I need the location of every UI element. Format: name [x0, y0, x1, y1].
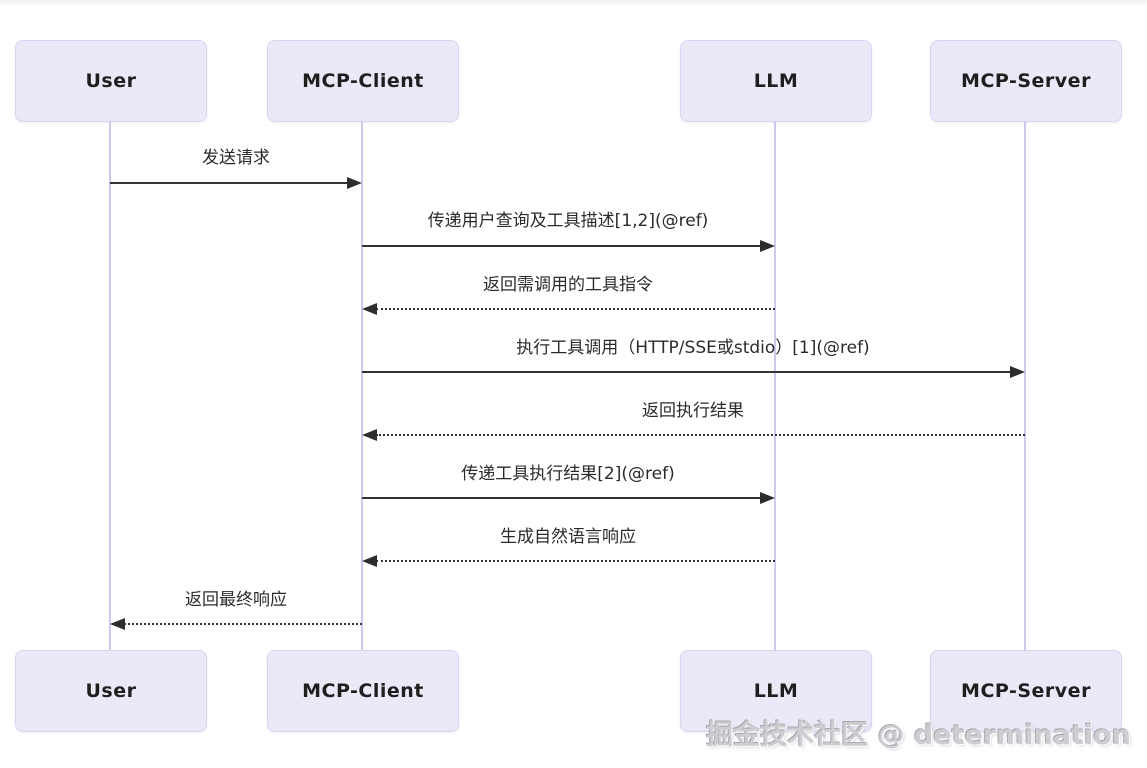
actor-box-mcp-server-top: MCP-Server — [930, 40, 1122, 122]
message-arrow-line — [362, 245, 761, 247]
watermark: 掘金技术社区 @ determination — [706, 720, 1131, 751]
actor-box-user-top: User — [15, 40, 207, 122]
message-label: 返回执行结果 — [642, 401, 744, 421]
message-label: 返回最终响应 — [185, 590, 287, 610]
arrowhead-left-icon — [362, 555, 377, 567]
arrowhead-left-icon — [362, 303, 377, 315]
message-label: 执行工具调用（HTTP/SSE或stdio）[1](@ref) — [516, 338, 870, 358]
lifeline-llm — [774, 120, 776, 650]
actor-label-mcp-server: MCP-Server — [961, 70, 1091, 92]
message-label: 传递工具执行结果[2](@ref) — [461, 464, 675, 484]
actor-box-mcp-client-top: MCP-Client — [267, 40, 459, 122]
lifeline-mcp-server — [1024, 120, 1026, 650]
message-arrow-line — [110, 182, 358, 184]
arrowhead-right-icon — [760, 240, 775, 252]
message-label: 返回需调用的工具指令 — [483, 275, 653, 295]
actor-label-user: User — [85, 680, 137, 702]
arrowhead-right-icon — [1010, 366, 1025, 378]
message-arrow-line — [362, 371, 1011, 373]
message-arrow-line — [376, 434, 1025, 436]
actor-box-user-bottom: User — [15, 650, 207, 732]
actor-box-llm-top: LLM — [680, 40, 872, 122]
message-arrow-line — [376, 560, 775, 562]
message-label: 传递用户查询及工具描述[1,2](@ref) — [427, 211, 709, 231]
actor-label-llm: LLM — [753, 680, 799, 702]
arrowhead-right-icon — [760, 492, 775, 504]
actor-box-mcp-server-bottom: MCP-Server — [930, 650, 1122, 732]
actor-label-mcp-server: MCP-Server — [961, 680, 1091, 702]
actor-box-llm-bottom: LLM — [680, 650, 872, 732]
actor-label-user: User — [85, 70, 137, 92]
message-label: 发送请求 — [202, 148, 270, 168]
top-edge-fade — [0, 0, 1147, 7]
arrowhead-right-icon — [347, 177, 362, 189]
message-arrow-line — [124, 623, 362, 625]
message-label: 生成自然语言响应 — [500, 527, 636, 547]
lifeline-user — [109, 120, 111, 650]
actor-box-mcp-client-bottom: MCP-Client — [267, 650, 459, 732]
actor-label-mcp-client: MCP-Client — [302, 70, 424, 92]
actor-label-mcp-client: MCP-Client — [302, 680, 424, 702]
arrowhead-left-icon — [110, 618, 125, 630]
arrowhead-left-icon — [362, 429, 377, 441]
actor-label-llm: LLM — [753, 70, 799, 92]
message-arrow-line — [376, 308, 775, 310]
lifeline-mcp-client — [361, 120, 363, 650]
message-arrow-line — [362, 497, 761, 499]
